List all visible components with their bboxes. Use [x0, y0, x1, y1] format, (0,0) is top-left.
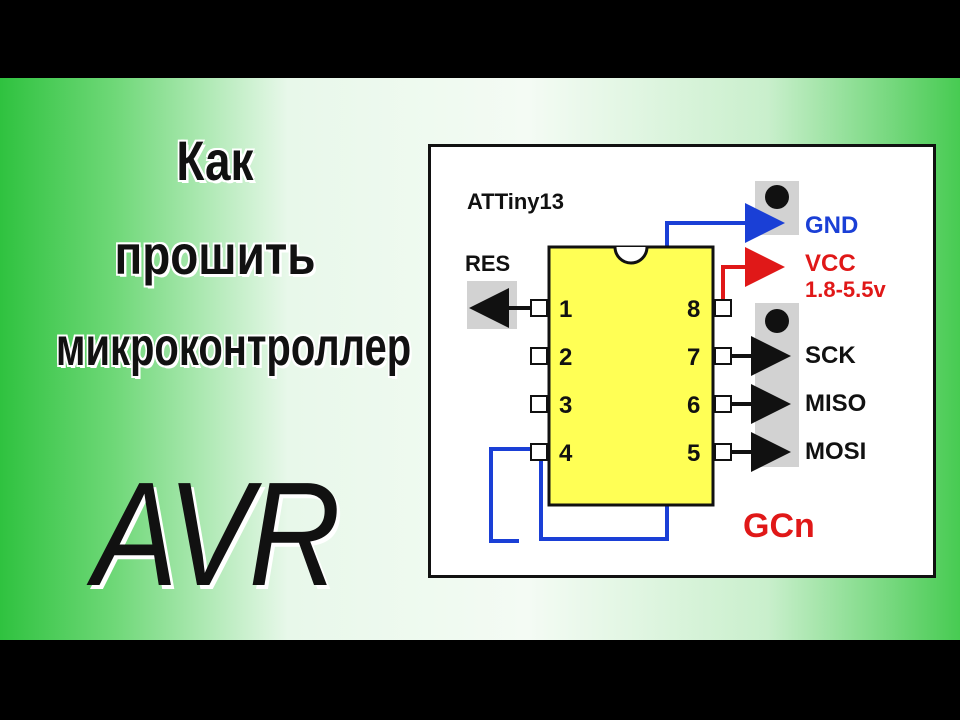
letterbox-bottom — [0, 640, 960, 720]
pin-number-4: 4 — [559, 440, 573, 467]
banner: Как прошить микроконтроллер AVR — [0, 78, 960, 640]
chip-name: ATTiny13 — [467, 189, 564, 214]
pin-number-3: 3 — [559, 392, 572, 419]
title-line-3: микроконтроллер — [55, 317, 412, 377]
reset-header — [467, 281, 517, 329]
gnd-wire — [539, 203, 785, 541]
pin-pad-4 — [530, 443, 548, 461]
pin-pad-5 — [714, 443, 732, 461]
gnd-label: GND — [805, 212, 858, 239]
miso-label: MISO — [805, 390, 866, 417]
pin-pad-6 — [714, 395, 732, 413]
pinout-diagram: ATTiny13 1 2 3 4 5 6 — [428, 144, 936, 578]
title-line-1: Как — [176, 129, 254, 192]
mosi-label: MOSI — [805, 438, 866, 465]
header-pin-dot — [765, 309, 789, 333]
vcc-wire — [721, 247, 785, 309]
letterbox-top — [0, 0, 960, 78]
pin-number-6: 6 — [687, 392, 700, 419]
title-line-2: прошить — [114, 223, 316, 286]
chip-body — [547, 245, 715, 507]
title-avr: AVR — [92, 452, 341, 617]
pin-number-2: 2 — [559, 344, 572, 371]
pin-pad-2 — [530, 347, 548, 365]
pin-number-1: 1 — [559, 296, 572, 323]
ground-stub-wire — [489, 447, 541, 543]
pin-number-8: 8 — [687, 296, 700, 323]
pin-pad-8 — [714, 299, 732, 317]
author-mark: GCn — [743, 507, 815, 545]
pin-pad-3 — [530, 395, 548, 413]
vcc-label: VCC — [805, 250, 856, 277]
sck-label: SCK — [805, 342, 856, 369]
pinout-svg: ATTiny13 1 2 3 4 5 6 — [465, 181, 886, 545]
reset-label: RES — [465, 251, 510, 276]
pin-pad-7 — [714, 347, 732, 365]
header-pin-dot — [765, 185, 789, 209]
pin-pad-1 — [530, 299, 548, 317]
chip-notch — [613, 246, 649, 265]
vcc-range-label: 1.8-5.5v — [805, 277, 886, 302]
pin-number-7: 7 — [687, 344, 700, 371]
pin-number-5: 5 — [687, 440, 700, 467]
